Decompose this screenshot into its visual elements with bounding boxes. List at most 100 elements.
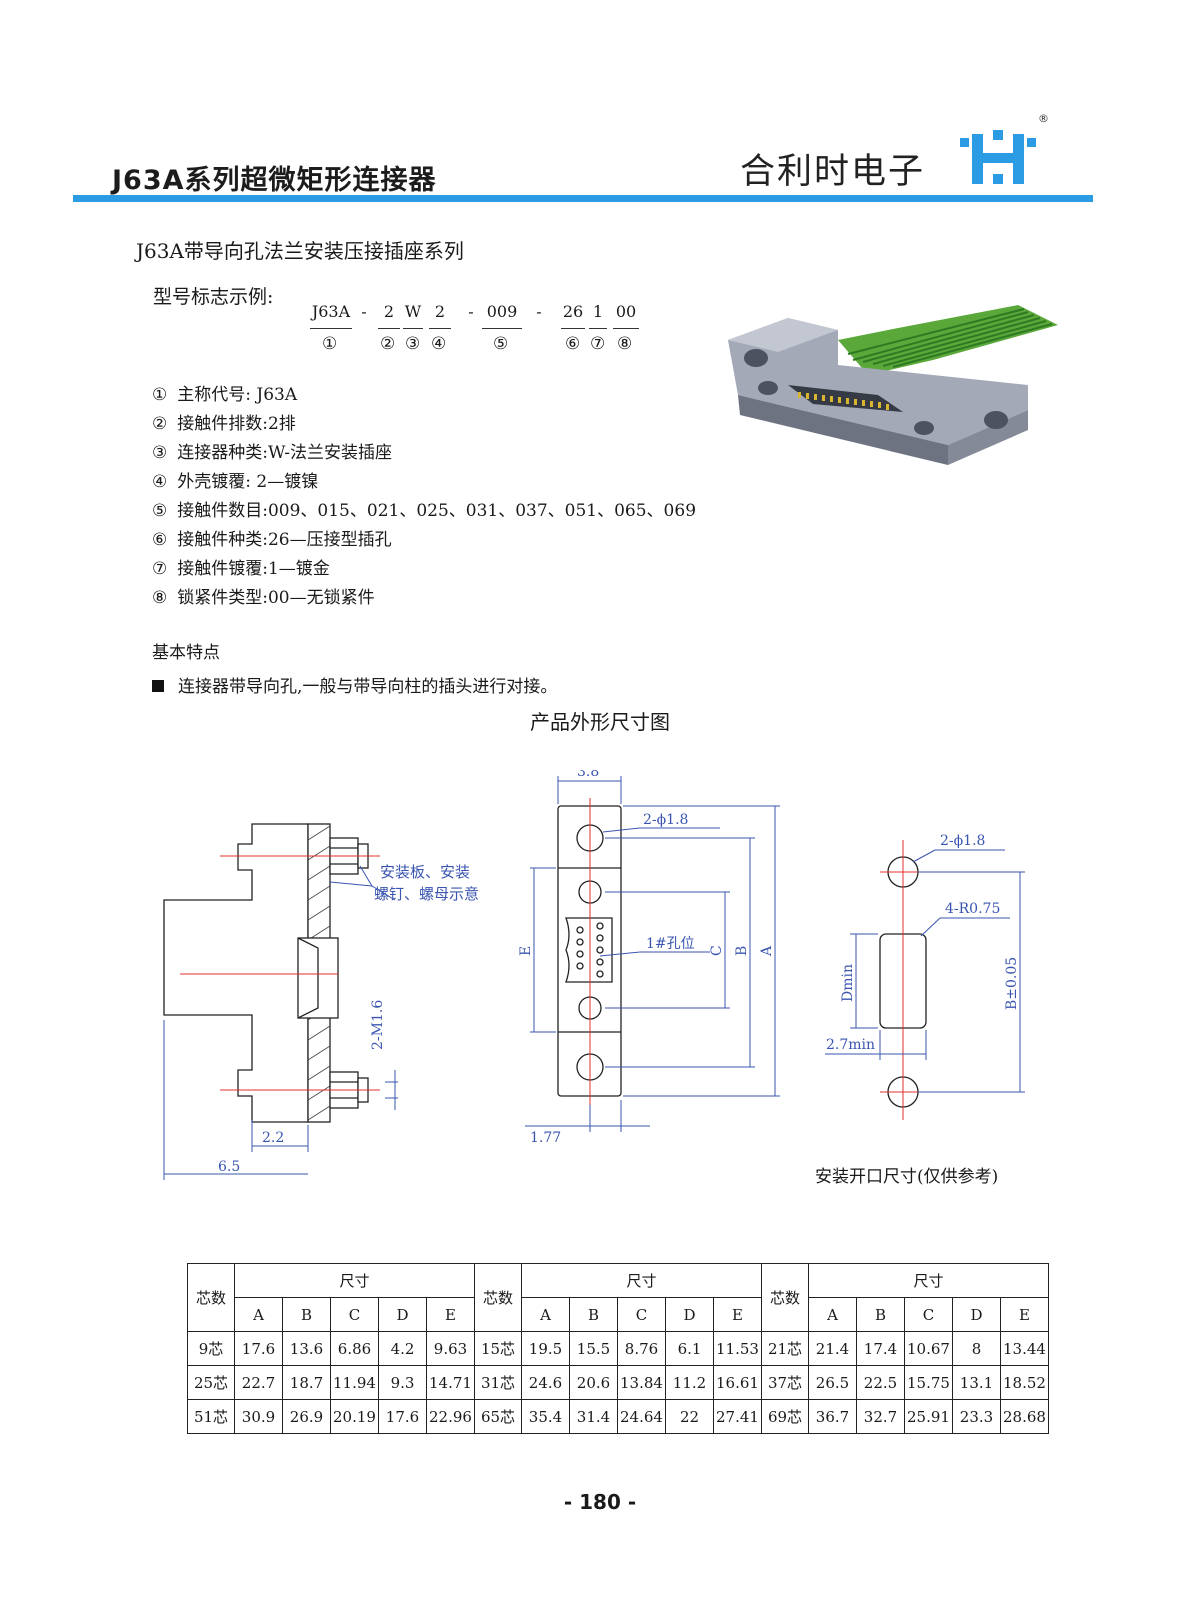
code-underline (378, 328, 400, 329)
column-header: C (617, 1297, 666, 1332)
table-cell: 26.5 (808, 1365, 857, 1400)
registered-mark: ® (1038, 112, 1049, 125)
spec-number: ④ (152, 472, 168, 492)
code-marker: ④ (431, 334, 447, 354)
table-cell: 20.19 (330, 1399, 379, 1434)
table-cell: 6.1 (665, 1331, 714, 1366)
page-number: - 180 - (563, 1490, 637, 1514)
code-underline (613, 328, 639, 329)
drawing-title: 产品外形尺寸图 (530, 710, 670, 734)
table-cell: 25.91 (904, 1399, 953, 1434)
company-logo: ® (960, 112, 1049, 184)
table-cell: 21.4 (808, 1331, 857, 1366)
b-tolerance-label: B±0.05 (1004, 957, 1020, 1010)
spec-text: 接触件种类:26—压接型插孔 (177, 530, 392, 550)
code-dash: - (361, 302, 367, 321)
code-underline (561, 328, 585, 329)
table-cell: 24.64 (617, 1399, 666, 1434)
table-cell: 15.75 (904, 1365, 953, 1400)
dim-3-8: 3.8 (577, 770, 599, 780)
code-contact-plating: 1 (592, 302, 604, 321)
page-header-title: J63A系列超微矩形连接器 (112, 165, 437, 196)
code-marker: ⑦ (590, 334, 606, 354)
side-centerlines (180, 855, 380, 1091)
cutout-holes-label: 2-ϕ1.8 (940, 833, 985, 849)
size-header: 尺寸 (808, 1263, 1049, 1298)
column-header: A (808, 1297, 857, 1332)
spec-text: 外壳镀覆: 2—镀镍 (177, 472, 319, 492)
thread-label: 2-M1.6 (370, 1000, 386, 1050)
spec-text: 主称代号: J63A (177, 385, 298, 405)
table-cell: 13.44 (1000, 1331, 1049, 1366)
table-cell: 14.71 (426, 1365, 475, 1400)
code-underline (310, 328, 352, 329)
dmin-label: Dmin (840, 964, 856, 1002)
table-cell: 6.86 (330, 1331, 379, 1366)
spec-text: 接触件镀覆:1—镀金 (177, 559, 330, 579)
code-contacts: 009 (486, 302, 518, 321)
dim-A-label: A (759, 945, 775, 957)
column-header: C (330, 1297, 379, 1332)
size-header: 尺寸 (234, 1263, 475, 1298)
spec-item: ⑥ 接触件种类:26—压接型插孔 (152, 525, 392, 550)
spec-number: ⑧ (152, 588, 168, 608)
table-cell: 31.4 (569, 1399, 618, 1434)
dim-C-label: C (709, 945, 725, 956)
column-header: D (952, 1297, 1001, 1332)
table-cell: 17.4 (856, 1331, 905, 1366)
dim-2-7min: 2.7min (826, 1037, 875, 1053)
table-cell: 24.6 (521, 1365, 570, 1400)
code-marker: ③ (405, 334, 421, 354)
code-marker: ① (322, 334, 338, 354)
series-subtitle: J63A带导向孔法兰安装压接插座系列 (136, 239, 464, 263)
core-count: 15芯 (474, 1331, 522, 1366)
table-cell: 8 (952, 1331, 1001, 1366)
code-lock: 00 (615, 302, 637, 321)
table-cell: 22.5 (856, 1365, 905, 1400)
spec-number: ① (152, 385, 168, 405)
column-header: E (426, 1297, 475, 1332)
pin1-label: 1#孔位 (646, 936, 695, 952)
column-header: A (234, 1297, 283, 1332)
table-cell: 11.94 (330, 1365, 379, 1400)
mounting-note-line2: 螺钉、螺母示意 (374, 885, 479, 903)
code-plating: 2 (434, 302, 446, 321)
spec-number: ⑥ (152, 530, 168, 550)
code-underline (589, 328, 607, 329)
connector-body (728, 318, 1028, 465)
ribbon-wires (838, 305, 1058, 375)
table-cell: 13.6 (282, 1331, 331, 1366)
spec-number: ⑦ (152, 559, 168, 579)
core-count-header: 芯数 (761, 1263, 809, 1332)
table-cell: 22.7 (234, 1365, 283, 1400)
dimension-drawing: 安装板、安装 螺钉、螺母示意 2-M1.6 2.2 6.5 3.8 2-ϕ1.8… (163, 770, 1025, 1180)
code-dash: - (468, 302, 474, 321)
code-marker: ⑤ (493, 334, 509, 354)
core-count: 21芯 (761, 1331, 809, 1366)
table-cell: 22 (665, 1399, 714, 1434)
front-holes-label: 2-ϕ1.8 (643, 812, 688, 828)
code-marker: ⑧ (617, 334, 633, 354)
dim-1-77: 1.77 (530, 1130, 561, 1146)
table-cell: 11.53 (713, 1331, 762, 1366)
company-name: 合利时电子 (740, 152, 926, 192)
spec-item: ④ 外壳镀覆: 2—镀镍 (152, 467, 318, 492)
spec-text: 锁紧件类型:00—无锁紧件 (177, 588, 375, 608)
table-cell: 16.61 (713, 1365, 762, 1400)
column-header: B (569, 1297, 618, 1332)
table-cell: 23.3 (952, 1399, 1001, 1434)
spec-text: 接触件排数:2排 (177, 414, 296, 434)
front-dimension-lines (525, 776, 780, 1132)
dim-2-2: 2.2 (262, 1130, 284, 1146)
spec-number: ② (152, 414, 168, 434)
spec-item: ② 接触件排数:2排 (152, 409, 296, 434)
mounting-note-line1: 安装板、安装 (380, 863, 470, 881)
spec-item: ⑧ 锁紧件类型:00—无锁紧件 (152, 583, 375, 608)
table-cell: 32.7 (856, 1399, 905, 1434)
size-header: 尺寸 (521, 1263, 762, 1298)
code-marker: ⑥ (565, 334, 581, 354)
table-cell: 18.7 (282, 1365, 331, 1400)
